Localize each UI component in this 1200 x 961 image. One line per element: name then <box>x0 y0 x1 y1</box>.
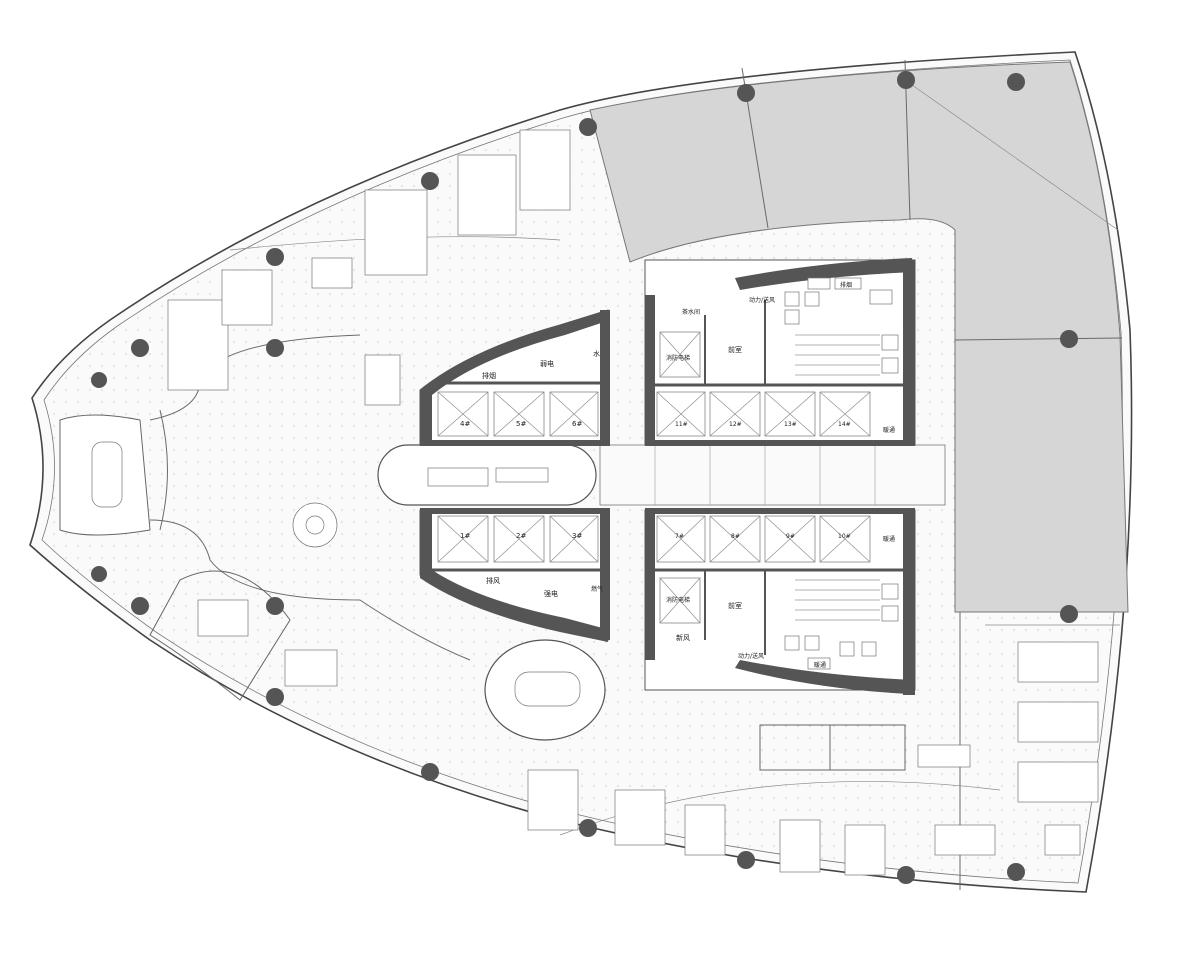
room-label: 前室 <box>728 601 742 610</box>
west-boardroom <box>59 414 151 536</box>
room-label: 排风 <box>486 576 500 585</box>
elevator-label: 11# <box>675 421 688 428</box>
room-label: 水 <box>593 349 600 358</box>
core-lower-left: 1# 2# 3# 排风 强电 燃气 <box>419 508 610 642</box>
elevator-label: 13# <box>784 421 797 428</box>
elevator-label: 9# <box>786 533 795 540</box>
room-label: 暖通 <box>814 661 826 669</box>
room-label: 动力/送风 <box>738 652 764 660</box>
left-rooms <box>149 257 353 701</box>
lower-right-offices <box>759 724 971 771</box>
room-label: 排烟 <box>482 371 496 380</box>
columns <box>91 71 1078 884</box>
elevator-label: 2# <box>516 532 526 540</box>
shaded-zone <box>589 59 1129 613</box>
core-lower-right: 7# 8# 9# 10# 消防电梯 前室 新风 动力/送风 暖通 暖通 <box>644 508 916 695</box>
room-label: 弱电 <box>540 359 554 368</box>
room-label: 茶水间 <box>682 308 700 316</box>
room-label: 消防电梯 <box>666 596 690 604</box>
room-label: 暖通 <box>883 426 895 434</box>
room-label: 暖通 <box>883 535 895 543</box>
room-label: 消防电梯 <box>666 354 690 362</box>
room-label: 强电 <box>544 589 558 598</box>
workstations <box>167 129 1099 876</box>
room-label: 新风 <box>676 633 690 642</box>
room-label: 燃气 <box>591 585 603 593</box>
elevator-label: 8# <box>731 533 740 540</box>
elevator-label: 6# <box>572 420 582 428</box>
elevator-label: 3# <box>572 532 582 540</box>
meeting-room-oval <box>484 639 606 741</box>
room-label: 动力/送风 <box>749 296 775 304</box>
round-lounge <box>292 502 338 548</box>
core-upper-right: 11# 12# 13# 14# 消防电梯 前室 茶水间 动力/送风 排烟 暖通 <box>644 258 916 446</box>
elevator-label: 12# <box>729 421 742 428</box>
elevator-label: 1# <box>460 532 470 540</box>
core-upper-left: 4# 5# 6# 排烟 弱电 水 <box>419 309 610 446</box>
core-spine <box>377 444 946 506</box>
elevator-label: 5# <box>516 420 526 428</box>
elevator-label: 7# <box>675 533 684 540</box>
elevator-label: 4# <box>460 420 470 428</box>
room-label: 前室 <box>728 345 742 354</box>
elevator-label: 10# <box>838 533 851 540</box>
elevator-label: 14# <box>838 421 851 428</box>
room-label: 排烟 <box>840 281 852 289</box>
